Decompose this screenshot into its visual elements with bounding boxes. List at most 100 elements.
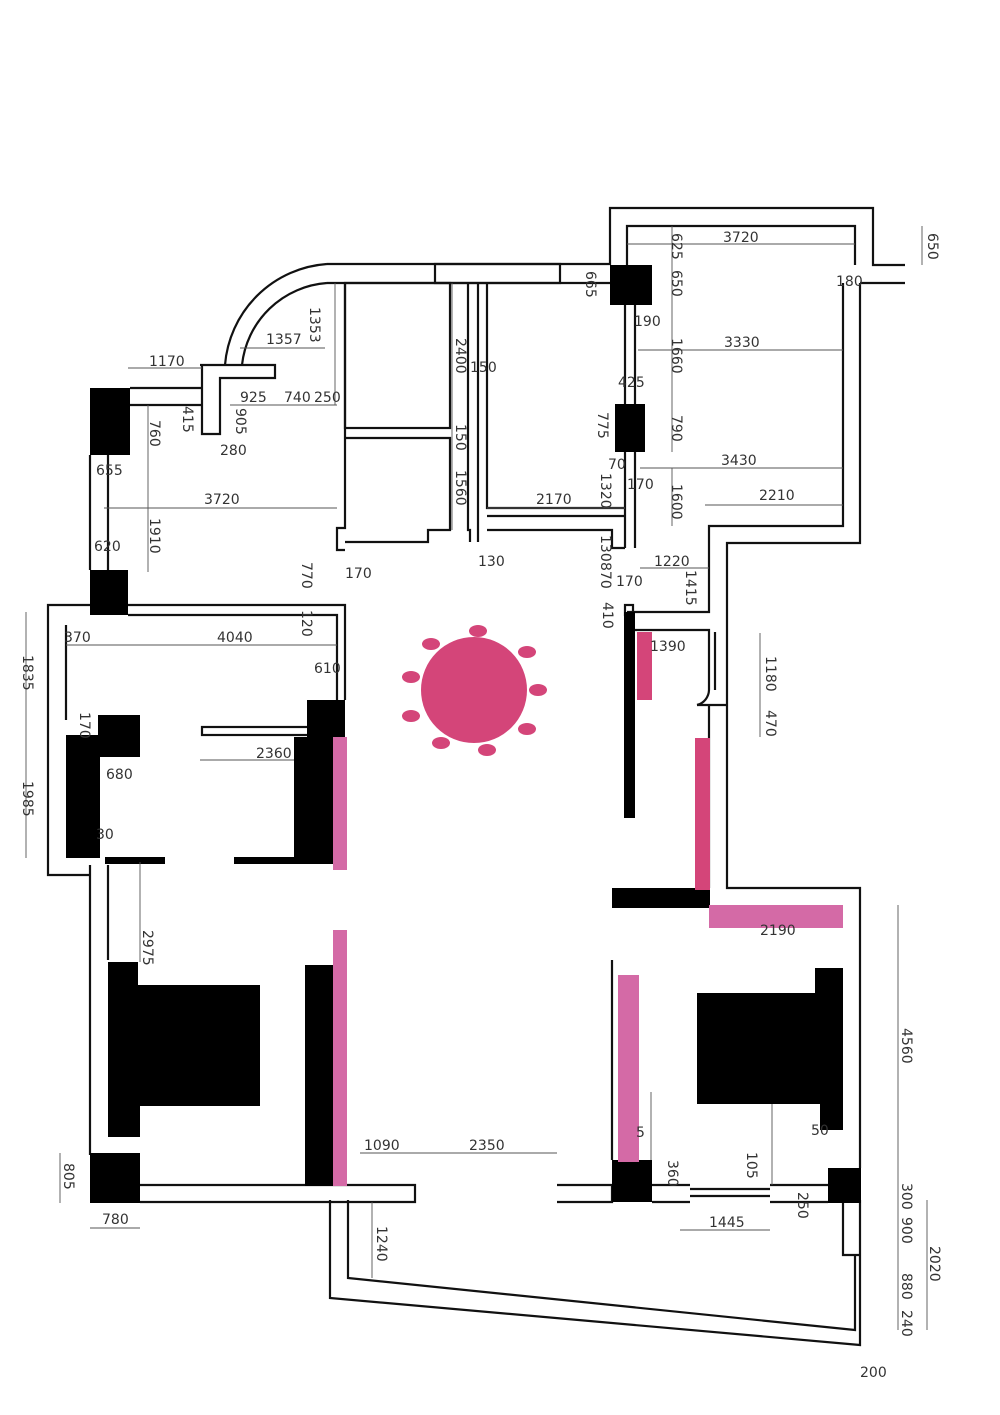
bed-left bbox=[108, 962, 260, 1137]
dim-label: 470 bbox=[762, 710, 778, 737]
dim-label: 900 bbox=[898, 1217, 914, 1244]
dim-label: 2350 bbox=[469, 1138, 505, 1154]
column-bottom-right bbox=[828, 1168, 861, 1203]
dim-label: 1170 bbox=[149, 354, 185, 370]
dim-label: 1835 bbox=[19, 655, 35, 691]
dimension-lines bbox=[25, 226, 928, 1330]
dim-label: 2190 bbox=[760, 923, 796, 939]
dim-label: 2360 bbox=[256, 746, 292, 762]
dim-label: 1445 bbox=[709, 1215, 745, 1231]
chair bbox=[469, 625, 487, 637]
dim-label: 1985 bbox=[19, 781, 35, 817]
accent-elements bbox=[333, 632, 843, 1186]
cabinet-bottom-left bbox=[305, 965, 333, 1186]
dim-label: 1180 bbox=[762, 656, 778, 692]
wall-panel-corridor bbox=[624, 612, 635, 818]
dim-label: 625 bbox=[668, 233, 684, 260]
chair bbox=[432, 737, 450, 749]
dim-label: 170 bbox=[627, 477, 654, 493]
cabinet-left-room bbox=[294, 737, 334, 863]
panel-bottom-right bbox=[618, 975, 639, 1162]
dim-label: 150 bbox=[470, 360, 497, 376]
panel-right-corridor bbox=[695, 738, 710, 890]
shelf-left-a bbox=[105, 857, 165, 864]
dim-label: 3720 bbox=[204, 492, 240, 508]
dim-label: 170 bbox=[76, 712, 92, 739]
dim-label: 50 bbox=[811, 1123, 829, 1139]
dim-label: 790 bbox=[668, 415, 684, 442]
window-top bbox=[433, 262, 562, 285]
table-top bbox=[421, 637, 527, 743]
column-bottom-mid bbox=[612, 1160, 652, 1202]
chair bbox=[478, 744, 496, 756]
dim-label: 3330 bbox=[724, 335, 760, 351]
chair bbox=[518, 646, 536, 658]
dim-label: 415 bbox=[179, 406, 195, 433]
chair bbox=[422, 638, 440, 650]
tv-wall-left-room bbox=[333, 737, 347, 870]
column-left-room bbox=[307, 700, 345, 737]
dim-label: 4560 bbox=[898, 1028, 914, 1064]
dim-label: 1415 bbox=[682, 570, 698, 606]
dim-label: 650 bbox=[924, 233, 940, 260]
dim-label: 760 bbox=[146, 420, 162, 447]
dim-label: 170 bbox=[345, 566, 372, 582]
dim-label: 3430 bbox=[721, 453, 757, 469]
dim-label: 1390 bbox=[650, 639, 686, 655]
dim-label: 190 bbox=[634, 314, 661, 330]
dim-label: 200 bbox=[860, 1365, 887, 1381]
column-upper-left bbox=[90, 388, 130, 455]
chair bbox=[402, 671, 420, 683]
dim-label: 360 bbox=[664, 1160, 680, 1187]
dim-label: 740 bbox=[284, 390, 311, 406]
dim-label: 1357 bbox=[266, 332, 302, 348]
outer-walls bbox=[46, 206, 905, 1347]
dim-label: 250 bbox=[314, 390, 341, 406]
dim-label: 665 bbox=[582, 271, 598, 298]
dim-label: 805 bbox=[60, 1163, 76, 1190]
dim-label: 130 bbox=[478, 554, 505, 570]
wall-block-right bbox=[612, 888, 710, 908]
dim-label: 1600 bbox=[668, 484, 684, 520]
dim-label: 3720 bbox=[723, 230, 759, 246]
dim-label: 780 bbox=[102, 1212, 129, 1228]
dim-label: 250 bbox=[794, 1192, 810, 1219]
chair bbox=[529, 684, 547, 696]
chair bbox=[402, 710, 420, 722]
dim-label: 610 bbox=[314, 661, 341, 677]
column-bottom-left bbox=[90, 1153, 140, 1203]
dim-label: 2400 bbox=[452, 338, 468, 374]
dim-label: 2020 bbox=[926, 1246, 942, 1282]
dim-label: 1240 bbox=[373, 1226, 389, 1262]
dim-label: 120 bbox=[298, 610, 314, 637]
bed-right bbox=[697, 968, 843, 1130]
dim-label: 770 bbox=[298, 562, 314, 589]
dim-label: 1353 bbox=[306, 307, 322, 343]
dim-label: 1220 bbox=[654, 554, 690, 570]
dim-label: 4040 bbox=[217, 630, 253, 646]
dim-label: 30 bbox=[96, 827, 114, 843]
dim-label: 1910 bbox=[146, 518, 162, 554]
dim-label: 240 bbox=[898, 1310, 914, 1337]
dim-label: 2170 bbox=[536, 492, 572, 508]
dim-label: 925 bbox=[240, 390, 267, 406]
dim-label: 880 bbox=[898, 1273, 914, 1300]
dim-label: 150 bbox=[452, 424, 468, 451]
dimension-labels: 3720 650 625 650 665 180 190 3330 1660 4… bbox=[19, 230, 942, 1381]
dim-label: 370 bbox=[64, 630, 91, 646]
column-mid-right bbox=[615, 404, 645, 452]
dim-label: 620 bbox=[94, 539, 121, 555]
solid-blocks bbox=[66, 265, 861, 1203]
chair bbox=[518, 723, 536, 735]
dim-label: 870 bbox=[597, 562, 613, 589]
dim-label: 70 bbox=[608, 457, 626, 473]
column-top-right bbox=[610, 265, 652, 305]
dim-label: 180 bbox=[836, 274, 863, 290]
dim-label: 130 bbox=[597, 535, 613, 562]
dim-label: 2210 bbox=[759, 488, 795, 504]
dim-label: 680 bbox=[106, 767, 133, 783]
wardrobe-right bbox=[709, 905, 843, 928]
panel-corridor bbox=[637, 632, 652, 700]
dim-label: 1090 bbox=[364, 1138, 400, 1154]
